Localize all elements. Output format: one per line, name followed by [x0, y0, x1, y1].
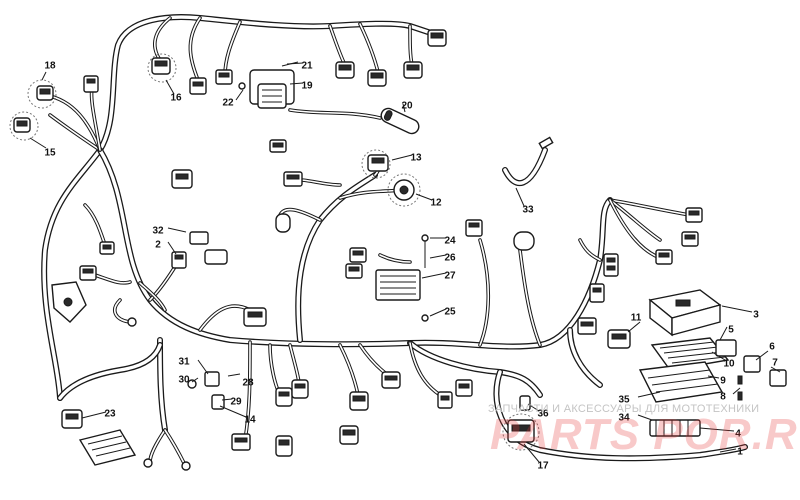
callout-3: 3	[753, 310, 759, 321]
ring-terminals	[127, 317, 191, 471]
small-parts-28-31	[187, 371, 241, 410]
connector-bottom-8	[437, 391, 453, 409]
connector-32	[171, 169, 193, 189]
fuse-box	[638, 289, 730, 437]
connector-top-5	[367, 69, 387, 87]
callout-32: 32	[152, 226, 164, 237]
connector-bottom-1	[231, 433, 251, 451]
connector-left-mid-b	[283, 171, 303, 187]
callout-11: 11	[631, 313, 642, 324]
watermark-subtitle: ЗАПЧАСТИ И АКСЕССУАРЫ ДЛЯ МОТОТЕХНИКИ	[488, 403, 760, 415]
callout-9: 9	[720, 376, 726, 387]
connector-right-1	[685, 207, 703, 223]
callout-30: 30	[178, 375, 190, 386]
callout-4: 4	[735, 429, 741, 440]
callout-10: 10	[723, 359, 735, 370]
connector-top-6	[403, 61, 423, 79]
connector-left-mid-a	[269, 139, 287, 153]
connector-2	[171, 251, 187, 269]
connector-top-3	[215, 69, 233, 85]
connector-23	[61, 409, 83, 429]
connector-left-1	[99, 241, 115, 255]
callout-8: 8	[720, 392, 726, 403]
connector-mid-4	[465, 219, 483, 237]
connector-right-5	[589, 283, 605, 303]
connector-bottom-4	[275, 435, 293, 457]
callout-14: 14	[244, 415, 256, 426]
fuse-grid	[659, 341, 726, 364]
connector-right-3	[655, 249, 673, 265]
ignition-coil-19	[238, 61, 299, 109]
detail-circles	[9, 53, 540, 451]
callout-31: 31	[178, 357, 190, 368]
callout-17: 17	[537, 461, 549, 472]
callout-29: 29	[230, 397, 242, 408]
callout-5: 5	[728, 325, 734, 336]
callout-27: 27	[444, 271, 456, 282]
callout-20: 20	[401, 101, 413, 112]
component-17	[507, 395, 535, 443]
callout-16: 16	[170, 93, 182, 104]
connector-bottom-5	[349, 391, 369, 411]
callout-12: 12	[430, 198, 442, 209]
connector-16	[151, 57, 171, 75]
callout-26: 26	[444, 253, 456, 264]
watermark-brand: PARTS POR.RU	[490, 410, 800, 459]
callout-23: 23	[104, 409, 116, 420]
callout-19: 19	[301, 81, 313, 92]
connector-bottom-9	[455, 379, 473, 397]
connector-right-2	[681, 231, 699, 247]
connector-cap-right	[513, 231, 535, 251]
connector-11	[607, 329, 631, 349]
callout-35: 35	[618, 395, 630, 406]
stator-plate	[51, 281, 87, 323]
regulator-27	[375, 234, 429, 322]
cable-tie-33	[502, 136, 554, 187]
callout-25: 25	[444, 307, 456, 318]
callout-6: 6	[769, 342, 775, 353]
connector-32b	[189, 231, 209, 245]
sensor-12	[393, 179, 415, 201]
callout-7: 7	[772, 358, 778, 369]
connector-bottom-7	[339, 425, 359, 445]
connector-top-7	[427, 29, 447, 47]
connector-bottom-3	[291, 379, 309, 399]
connector-right-4	[603, 253, 619, 277]
connector-left-2	[79, 265, 97, 281]
connector-cap-mid	[275, 213, 291, 233]
connector-mid-2	[349, 247, 367, 263]
callout-36: 36	[537, 409, 549, 420]
callout-21: 21	[301, 61, 313, 72]
control-module-23	[78, 429, 137, 466]
connector-top-left	[83, 75, 99, 93]
main-harness	[41, 14, 748, 462]
leader-lines	[29, 62, 781, 463]
callout-22: 22	[222, 98, 234, 109]
connector-top-4	[335, 61, 355, 79]
connector-bottom-6	[381, 371, 401, 389]
callout-33: 33	[522, 205, 534, 216]
connector-2b	[204, 249, 228, 265]
connectors	[13, 29, 703, 457]
connector-13	[367, 154, 389, 172]
callout-2: 2	[155, 240, 161, 251]
callout-28: 28	[242, 378, 254, 389]
connector-mid-3	[345, 263, 363, 279]
callout-24: 24	[444, 236, 456, 247]
callout-1: 1	[737, 447, 743, 458]
connector-top-2	[189, 77, 207, 95]
callout-15: 15	[44, 148, 56, 159]
callout-13: 13	[410, 153, 422, 164]
connector-mid-1	[243, 307, 267, 327]
connector-bottom-2	[275, 387, 293, 407]
connector-15	[13, 117, 31, 133]
relays	[715, 339, 787, 401]
connector-18	[36, 85, 54, 101]
connector-11b	[577, 317, 597, 335]
callout-18: 18	[44, 61, 56, 72]
callout-34: 34	[618, 413, 630, 424]
grip-20	[380, 107, 420, 135]
